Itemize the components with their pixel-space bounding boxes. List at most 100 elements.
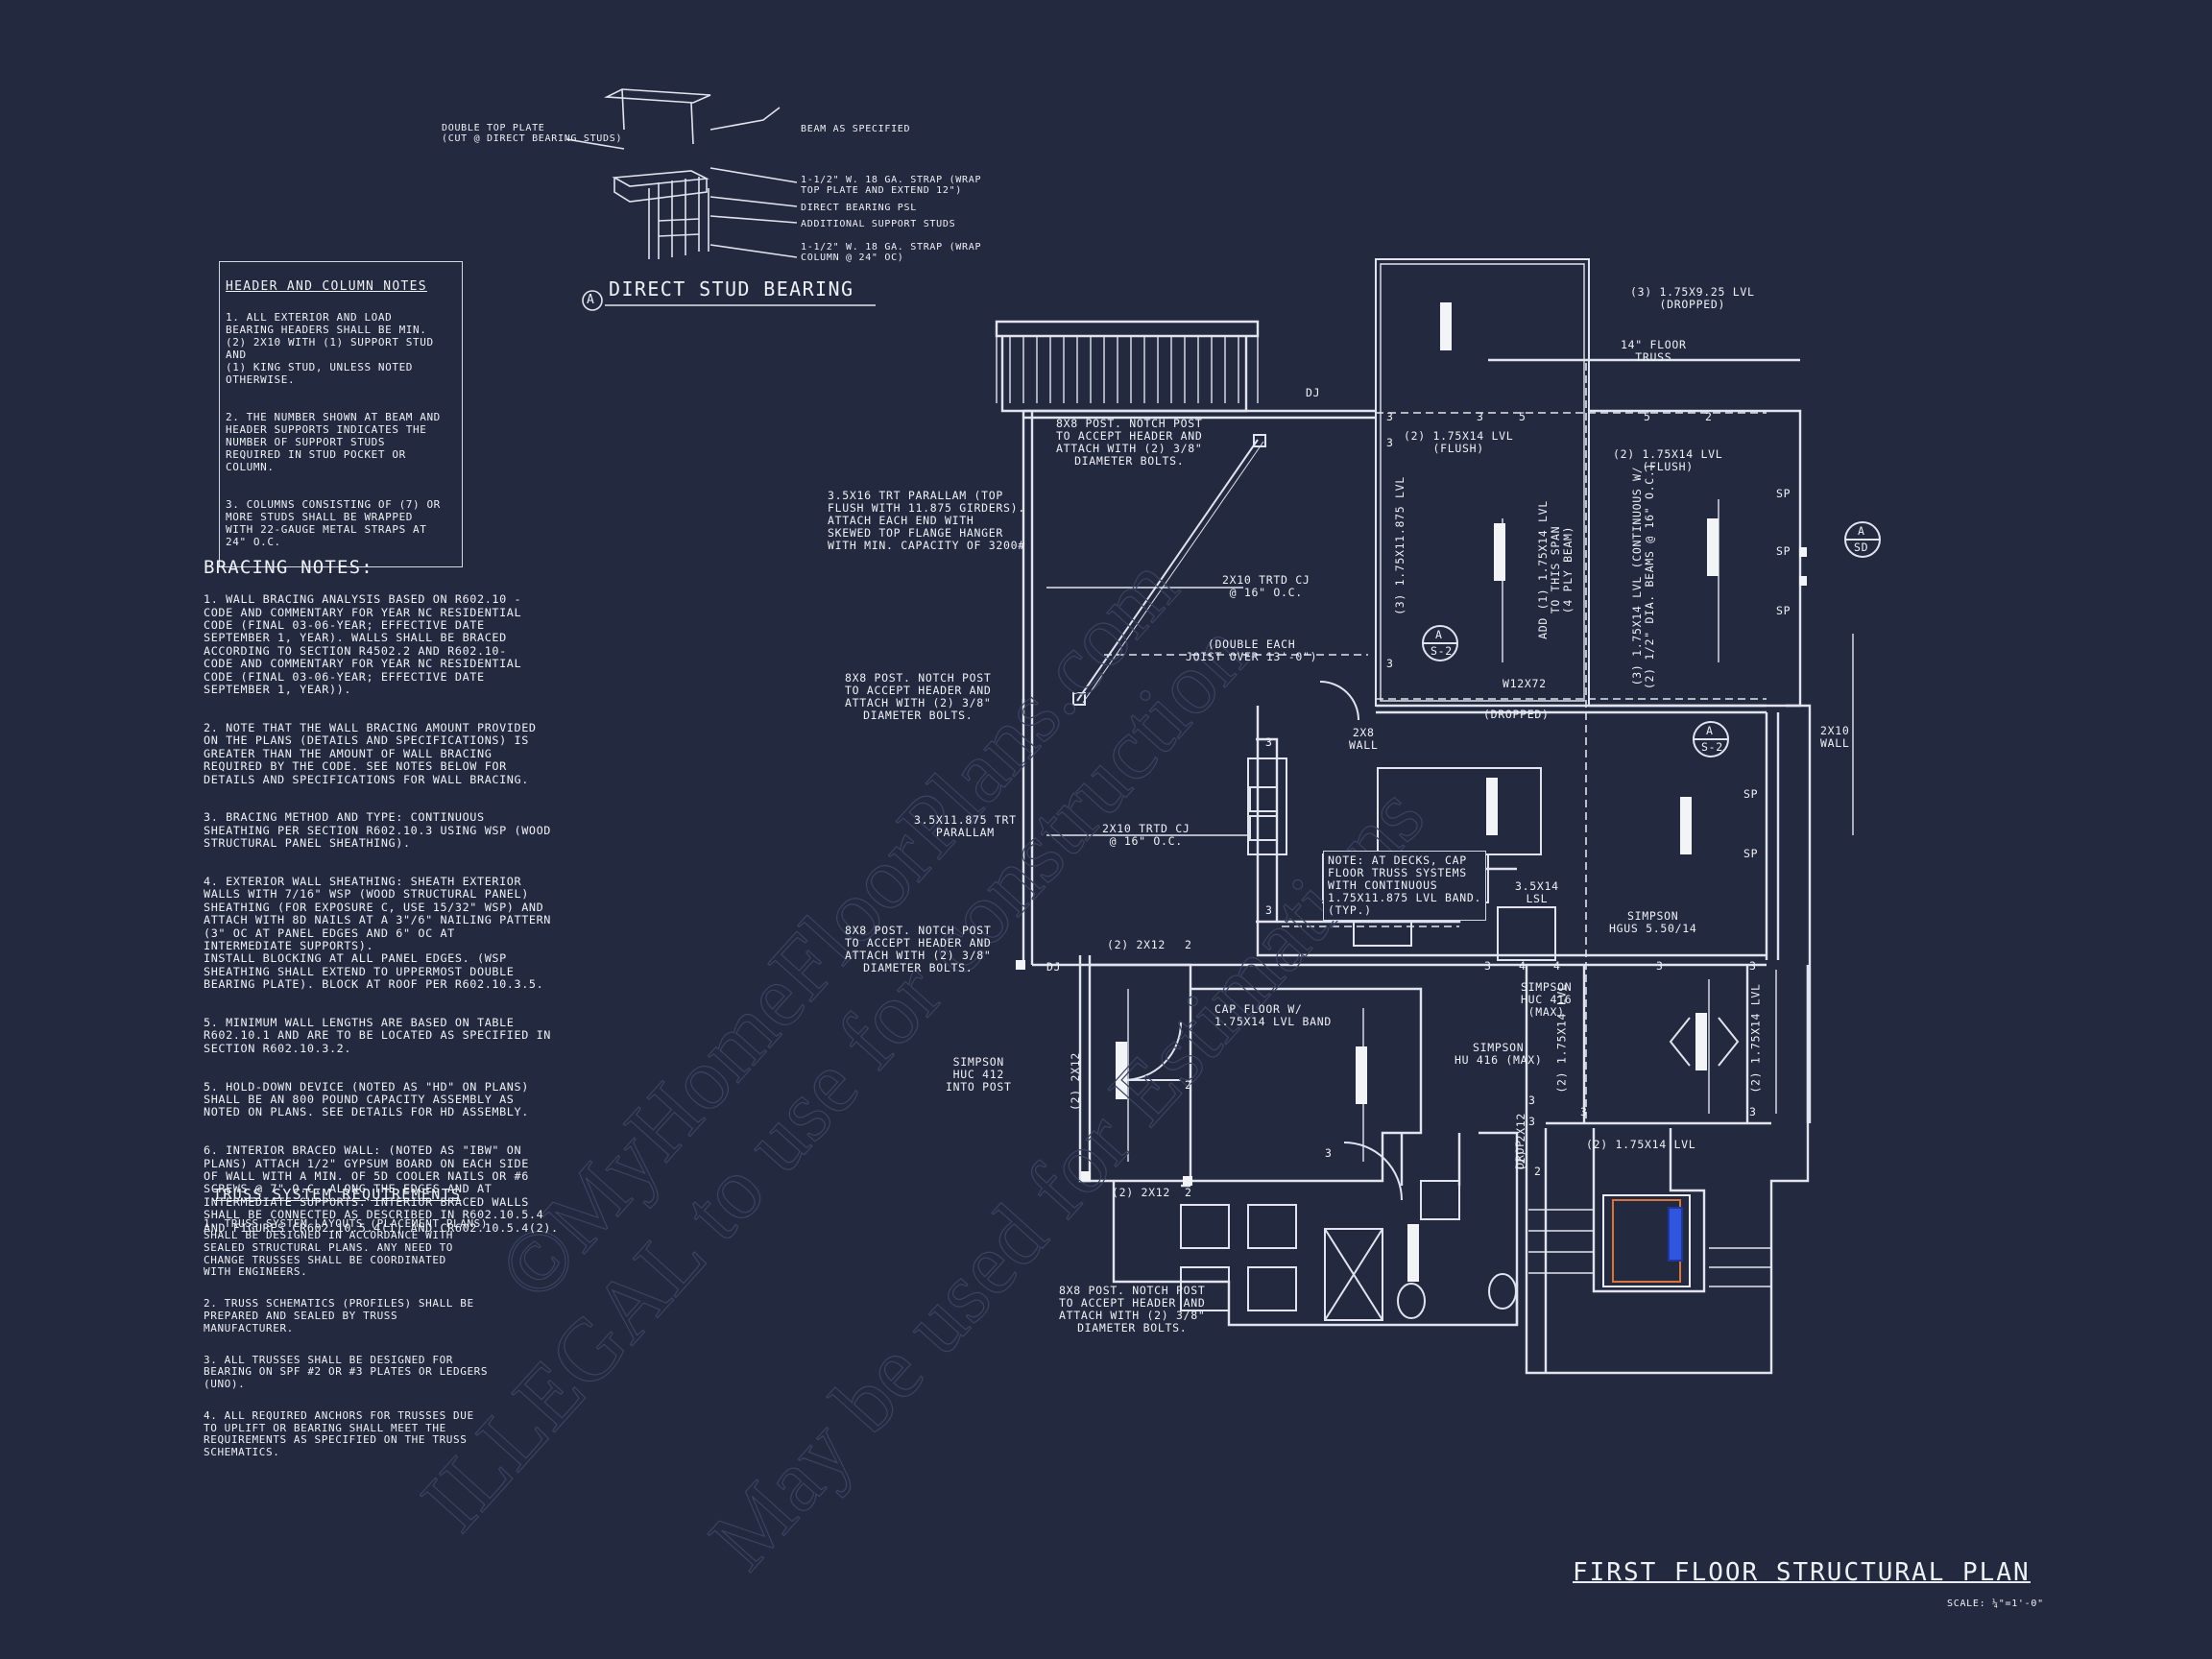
stud-count: 4 [1553, 959, 1561, 973]
label-lvl-flush-right: (2) 1.75x14 LVL (FLUSH) [1613, 447, 1723, 473]
label-deck-note: NOTE: AT DECKS, CAP FLOOR TRUSS SYSTEMS … [1323, 851, 1487, 921]
direct-stud-bearing-detail [565, 88, 876, 311]
stud-count: 3 [1265, 903, 1273, 917]
detail-callout-support-studs: ADDITIONAL SUPPORT STUDS [801, 219, 956, 229]
label-hgus: SIMPSON HGUS 5.50/14 [1609, 909, 1697, 935]
label-lvl-vertical-a: (2) 1.75x14 LVL [1748, 983, 1763, 1094]
header-notes-heading: HEADER AND COLUMN NOTES [226, 279, 427, 294]
stud-count: 3 [1749, 1105, 1757, 1118]
label-dj-top: DJ [1306, 386, 1321, 399]
label-sp-4: SP [1743, 787, 1759, 801]
section-marker-s2-1: S-2 [1431, 644, 1453, 658]
label-dropped-mid: (DROPPED) [1483, 708, 1550, 721]
stud-count: 5 [1519, 410, 1527, 423]
label-wall-2x10: 2x10 WALL [1820, 724, 1850, 750]
header-column-notes: HEADER AND COLUMN NOTES 1. ALL EXTERIOR … [219, 261, 463, 567]
stud-count: 2 [1185, 1078, 1192, 1092]
stud-count: 2 [1185, 938, 1192, 951]
header-note-3: 3. COLUMNS CONSISTING OF (7) OR MORE STU… [226, 498, 441, 548]
label-lvl-flush-left: (2) 1.75x14 LVL (FLUSH) [1404, 429, 1514, 455]
label-wall-2x8: 2x8 WALL [1349, 726, 1379, 752]
truss-note-1: 1. TRUSS SYSTEM LAYOUTS (PLACEMENT PLANS… [204, 1216, 489, 1279]
exterior-walls [995, 258, 1812, 1375]
deck-stairs [996, 322, 1771, 1287]
truss-notes: TRUSS SYSTEM REQUIREMENTS 1. TRUSS SYSTE… [204, 1176, 520, 1471]
truss-notes-heading: TRUSS SYSTEM REQUIREMENTS [213, 1185, 462, 1203]
bracing-note-1: 1. WALL BRACING ANALYSIS BASED ON R602.1… [204, 592, 522, 697]
header-note-2: 2. THE NUMBER SHOWN AT BEAM AND HEADER S… [226, 411, 441, 473]
label-2x12-vertical: (2) 2x12 [1069, 1052, 1082, 1111]
detail-callout-psl: DIRECT BEARING PSL [801, 203, 917, 213]
label-post-2: 8x8 POST. NOTCH POST TO ACCEPT HEADER AN… [845, 671, 992, 722]
label-post-4: 8x8 POST. NOTCH POST TO ACCEPT HEADER AN… [1059, 1284, 1206, 1334]
label-add-lvl: ADD (1) 1.75x14 LVL TO THIS SPAN (4 PLY … [1535, 500, 1575, 639]
detail-callout-top-plate: DOUBLE TOP PLATE (CUT @ DIRECT BEARING S… [442, 123, 623, 144]
label-lvl-continuous: (3) 1.75x14 LVL (CONTINUOUS w/ (2) 1/2" … [1630, 462, 1657, 690]
bracing-note-7: 6. INTERIOR BRACED WALL: (NOTED AS "IBW"… [204, 1143, 559, 1235]
stud-count: 3 [1749, 959, 1757, 973]
label-cj-lower: 2x10 TRTD CJ @ 16" O.C. [1102, 822, 1190, 848]
stud-count: 3 [1528, 1115, 1536, 1128]
section-marker-a1: A [1435, 628, 1443, 641]
stud-count: 3 [1477, 410, 1484, 423]
label-post-3: 8x8 POST. NOTCH POST TO ACCEPT HEADER AN… [845, 924, 992, 974]
header-note-1: 1. ALL EXTERIOR AND LOAD BEARING HEADERS… [226, 311, 434, 386]
label-dj-left: DJ [1046, 960, 1062, 974]
detail-title: DIRECT STUD BEARING [609, 277, 854, 301]
bracing-note-4: 4. EXTERIOR WALL SHEATHING: SHEATH EXTER… [204, 874, 552, 992]
label-lvl-bottom: (2) 1.75x14 LVL [1586, 1138, 1696, 1151]
label-sp-3: SP [1776, 604, 1791, 617]
label-sp-1: SP [1776, 487, 1791, 500]
stud-count: 2 [1185, 1186, 1192, 1199]
label-lvl-vertical-b: (2) 1.75x14 LVL [1554, 983, 1569, 1094]
bracing-note-6: 5. HOLD-DOWN DEVICE (NOTED AS "HD" ON PL… [204, 1079, 529, 1119]
stud-count: 4 [1519, 959, 1527, 973]
label-parallam-2: 3.5x11.875 TRT PARALLAM [914, 813, 1017, 839]
label-huc416: SIMPSON HUC 416 (MAX) [1521, 980, 1573, 1019]
detail-tag: A [587, 293, 595, 307]
label-lsl: 3.5x14 LSL [1515, 879, 1559, 905]
label-lvl-vertical-left: (3) 1.75x11.875 LVL [1392, 476, 1407, 615]
stud-count: 5 [1644, 410, 1651, 423]
label-2x12-top: (2) 2x12 [1107, 938, 1166, 951]
label-w12x72: W12x72 [1503, 677, 1547, 690]
bracing-note-3: 3. BRACING METHOD AND TYPE: CONTINUOUS S… [204, 810, 552, 851]
detail-callout-beam: BEAM AS SPECIFIED [801, 124, 911, 134]
label-2x12-bottom: (2) 2x12 [1112, 1186, 1170, 1199]
stud-count: 3 [1325, 1146, 1333, 1160]
label-cap-floor: CAP FLOOR w/ 1.75x14 LVL BAND [1214, 1002, 1332, 1028]
stud-count: 2 [1705, 410, 1713, 423]
stud-count: 3 [1386, 657, 1394, 670]
detail-callout-strap-column: 1-1/2" W. 18 GA. STRAP (WRAP COLUMN @ 24… [801, 242, 982, 263]
label-double-joist: (DOUBLE EACH JOIST OVER 13'-0") [1186, 637, 1318, 663]
bracing-note-2: 2. NOTE THAT THE WALL BRACING AMOUNT PRO… [204, 720, 537, 786]
bracing-notes: BRACING NOTES: 1. WALL BRACING ANALYSIS … [204, 549, 568, 1261]
stud-count: 3 [1580, 1105, 1588, 1118]
section-marker-sd: SD [1854, 541, 1869, 554]
stud-count: 3 [1528, 1094, 1536, 1107]
label-huc412: SIMPSON HUC 412 INTO POST [946, 1055, 1012, 1094]
section-marker-s2-2: S-2 [1701, 740, 1723, 754]
section-marker-a2: A [1706, 724, 1714, 737]
detail-callout-strap-top: 1-1/2" W. 18 GA. STRAP (WRAP TOP PLATE A… [801, 175, 982, 196]
label-cj-upper: 2x10 TRTD CJ @ 16" O.C. [1222, 573, 1310, 599]
label-sp-2: SP [1776, 544, 1791, 558]
label-parallam-1: 3.5x16 TRT PARALLAM (TOP FLUSH WITH 11.8… [828, 489, 1025, 552]
label-floor-truss: 14" FLOOR TRUSS [1621, 338, 1687, 364]
stud-count: 3 [1656, 959, 1664, 973]
stud-count: 3 [1484, 959, 1492, 973]
stud-count: 3 [1386, 436, 1394, 449]
label-post-1: 8x8 POST. NOTCH POST TO ACCEPT HEADER AN… [1056, 417, 1203, 468]
label-drop-small: DROP [1512, 1140, 1527, 1169]
section-marker-a3: A [1858, 524, 1865, 538]
label-sp-5: SP [1743, 847, 1759, 860]
truss-note-3: 3. ALL TRUSSES SHALL BE DESIGNED FOR BEA… [204, 1353, 489, 1390]
label-hu416: SIMPSON HU 416 (MAX) [1455, 1041, 1543, 1067]
sheet-title: FIRST FLOOR STRUCTURAL PLAN [1573, 1558, 2031, 1587]
sheet-scale: SCALE: ¼"=1'-0" [1947, 1599, 2044, 1609]
bracing-note-5: 5. MINIMUM WALL LENGTHS ARE BASED ON TAB… [204, 1016, 552, 1055]
stud-count: 2 [1534, 1165, 1542, 1178]
truss-note-2: 2. TRUSS SCHEMATICS (PROFILES) SHALL BE … [204, 1297, 474, 1334]
bracing-notes-heading: BRACING NOTES: [204, 557, 373, 579]
